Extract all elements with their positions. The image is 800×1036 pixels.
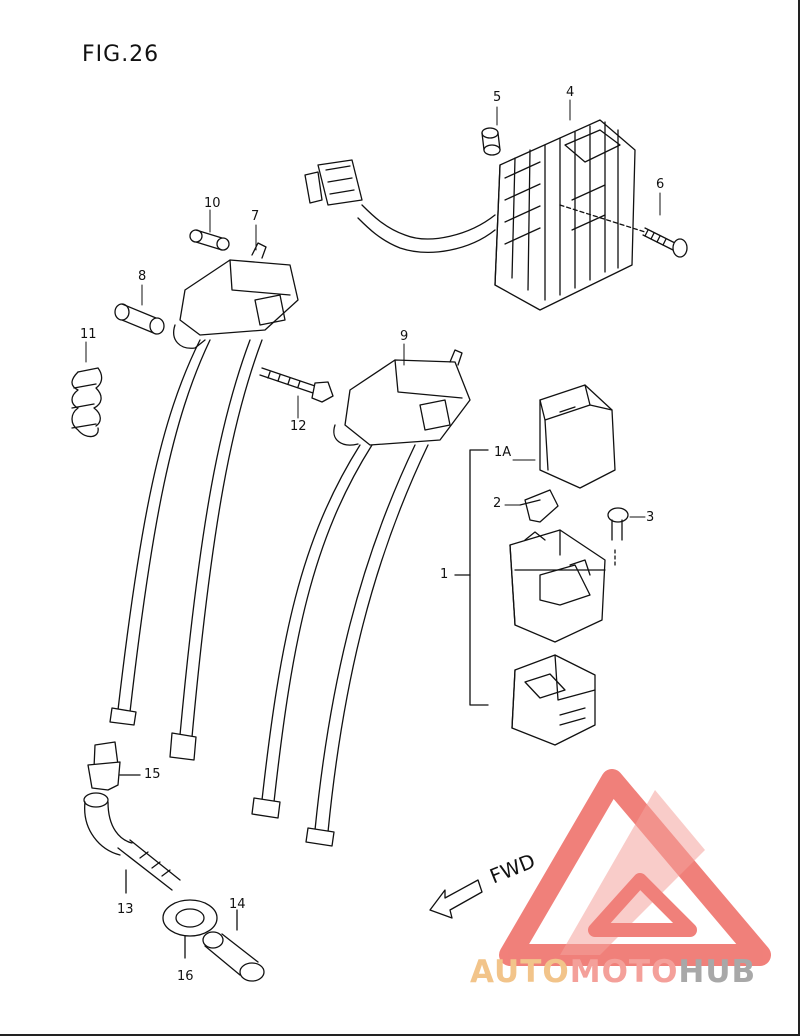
part-9-ignition-coil [333,349,471,446]
callout-1: 1 [440,567,449,582]
watermark-moto: MOTO [569,954,679,990]
watermark-hub: HUB [678,954,757,990]
callout-6: 6 [656,177,665,192]
part-4-wiring [304,159,496,253]
callout-2: 2 [493,496,502,511]
part-8-sleeve [114,303,165,335]
part-3-screw [607,507,629,569]
callout-15: 15 [144,767,161,782]
callout-leaders [85,99,661,518]
watermark-text: AUTOMOTOHUB [470,954,756,990]
part-10-sleeve [189,229,230,251]
figure-title: FIG.26 [82,42,160,67]
callout-10: 10 [204,196,221,211]
part-1a-relay-cover [539,384,616,489]
frame-bottom-border [0,1034,800,1036]
callout-5: 5 [493,90,502,105]
callout-7: 7 [251,209,260,224]
part-1-starter-relay [509,529,606,643]
fwd-arrow-icon [429,879,483,919]
part-1-relay-base [511,654,596,746]
part-4-regulator-rectifier [494,119,636,311]
part-5-collar [481,127,501,156]
callout-4: 4 [566,85,575,100]
part-9-high-tension-leads [251,444,429,847]
callout-8: 8 [138,269,147,284]
callout-11: 11 [80,327,97,342]
callout-16: 16 [177,969,194,984]
callout-12: 12 [290,419,307,434]
part-12-bolt [259,367,334,403]
part-11-clamp [71,367,103,438]
callout-3: 3 [646,510,655,525]
callout-1a: 1A [494,445,512,460]
part-1-group-bracket [454,449,489,706]
part-2-fuse [519,489,559,523]
part-14-sleeve [202,909,265,982]
part-6-screw [559,204,688,258]
part-7-high-tension-leads [109,339,263,761]
part-16-seal [162,899,218,959]
part-7-ignition-coil [173,242,299,349]
callout-14: 14 [229,897,246,912]
watermark-auto: AUTO [470,954,570,990]
part-15-plug-cap [87,741,141,791]
callout-9: 9 [400,329,409,344]
watermark-logo [499,769,771,966]
callout-13: 13 [117,902,134,917]
part-13-angled-plug-cap [83,792,181,894]
frame-right-border [798,0,800,1036]
